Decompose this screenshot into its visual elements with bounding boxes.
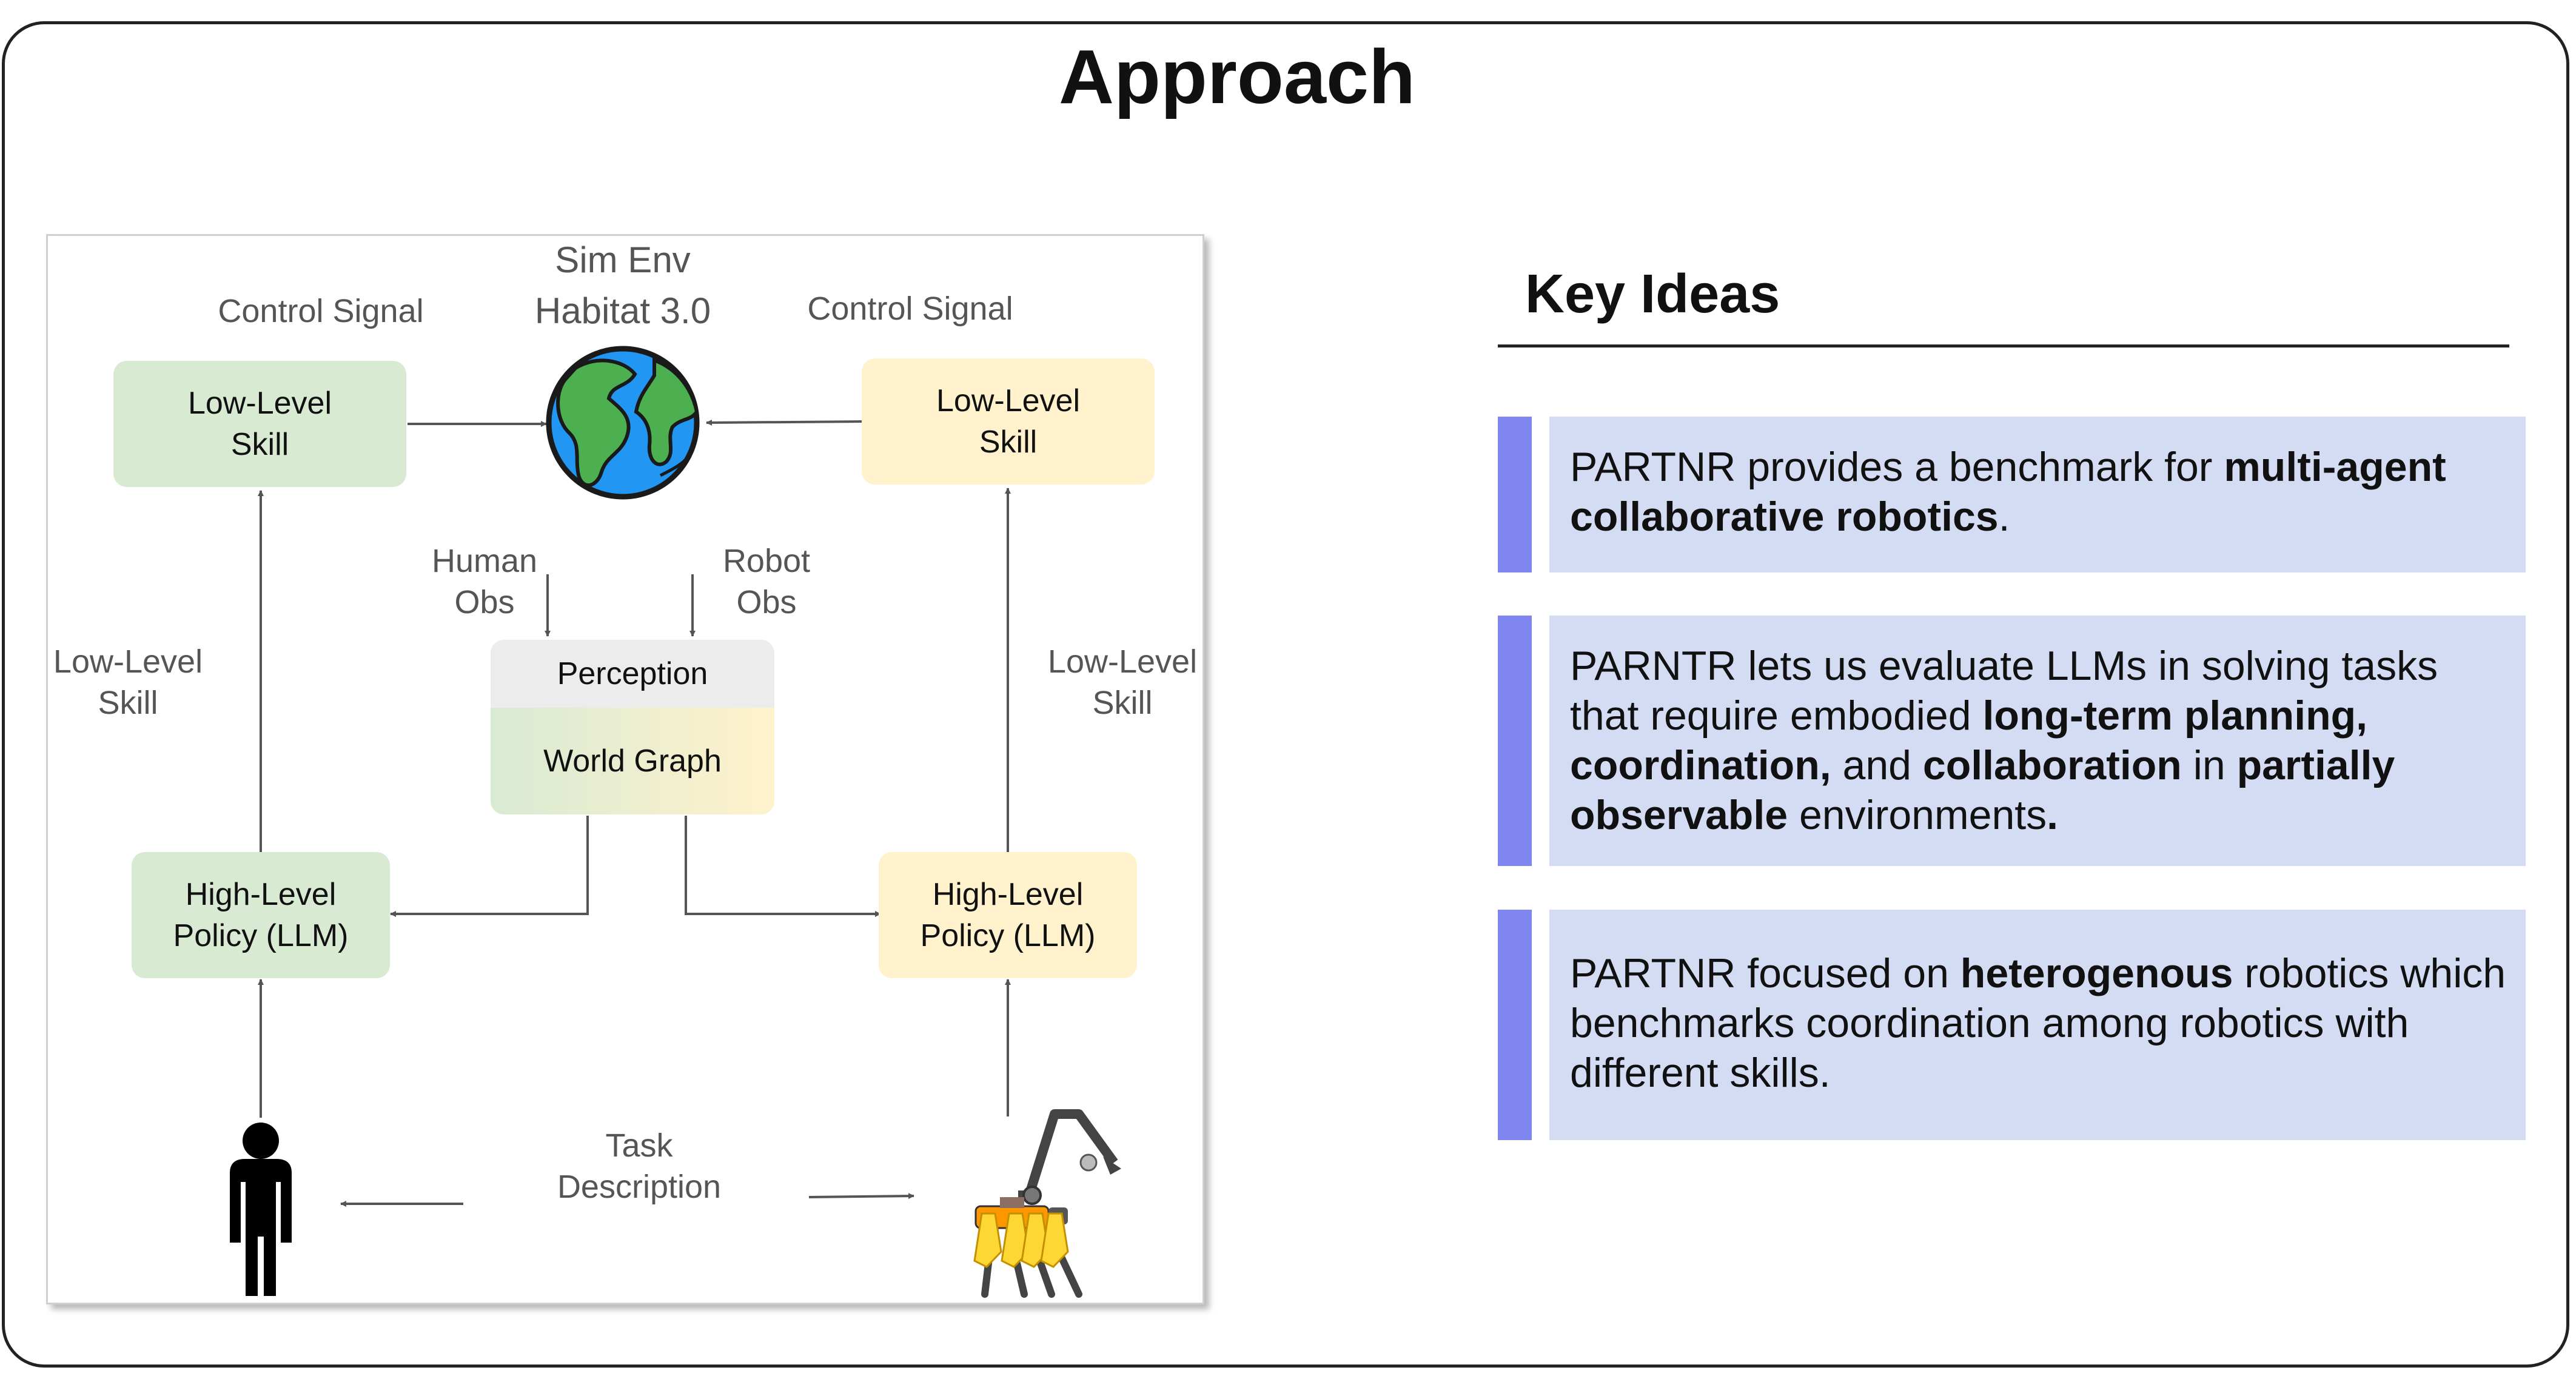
approach-diagram: Sim Env Habitat 3.0 Control Signal Contr… [46, 234, 1204, 1304]
key-idea-text-segment: PARNTR lets us evaluate LLMs in solving … [1570, 643, 2438, 739]
key-idea-text-segment: in [2181, 742, 2237, 788]
key-idea-card-2: PARNTR lets us evaluate LLMs in solving … [1549, 616, 2526, 866]
control-signal-right-label: Control Signal [807, 290, 1013, 327]
high-level-policy-human: High-Level Policy (LLM) [132, 852, 390, 978]
arrow-graph-to-left-policy [390, 816, 589, 917]
key-idea-text-segment: heterogenous [1960, 950, 2233, 996]
robot-obs-label: Robot Obs [722, 543, 811, 620]
key-ideas-heading: Key Ideas [1525, 264, 1780, 324]
key-idea-text-segment: partially observable [1570, 742, 2395, 838]
key-idea-text-segment: long-term planning, coordination, [1570, 693, 2368, 788]
key-idea-card-3: PARTNR focused on heterogenous robotics … [1549, 910, 2526, 1140]
world-graph-node: World Graph [491, 708, 774, 814]
key-idea-accent-bar-1 [1498, 417, 1532, 572]
key-idea-text-segment: . [2047, 792, 2059, 838]
key-idea-text-segment: PARTNR focused on [1570, 950, 1961, 996]
sim-env-label: Sim Env Habitat 3.0 [534, 240, 711, 331]
control-signal-left-label: Control Signal [218, 293, 424, 329]
key-idea-text-segment: and [1831, 742, 1923, 788]
key-ideas-divider [1498, 344, 2509, 347]
diagram-arrows [230, 346, 1121, 1298]
key-idea-text-segment: collaboration [1922, 742, 2182, 788]
key-idea-text-segment: multi-agent collaborative robotics [1570, 444, 2446, 540]
low-level-skill-edge-right-label: Low-Level Skill [1047, 643, 1198, 721]
task-description-label: Task Description [557, 1127, 722, 1205]
low-level-skill-human: Low-Level Skill [113, 361, 406, 487]
key-idea-text-segment: robotics which benchmarks coordination a… [1570, 950, 2506, 1096]
arrow-graph-to-right-policy [685, 816, 881, 917]
key-idea-accent-bar-3 [1498, 910, 1532, 1140]
low-level-skill-edge-left-label: Low-Level Skill [53, 643, 203, 721]
arrow-task-to-robot [808, 1193, 914, 1200]
high-level-policy-robot: High-Level Policy (LLM) [879, 852, 1137, 978]
slide-title: Approach [1058, 34, 1416, 119]
key-idea-text-segment: . [1998, 494, 2010, 540]
earth-globe-icon [546, 346, 700, 500]
human-obs-label: Human Obs [431, 543, 538, 620]
key-idea-card-1: PARTNR provides a benchmark for multi-ag… [1549, 417, 2526, 572]
human-figure-icon [230, 1123, 292, 1296]
key-idea-accent-bar-2 [1498, 616, 1532, 866]
perception-node: Perception [491, 640, 774, 708]
quadruped-robot-icon [973, 1109, 1121, 1298]
arrow-right-skill-to-env [706, 419, 864, 426]
key-idea-text-segment: PARTNR provides a benchmark for [1570, 444, 2224, 490]
key-idea-text-segment: environments [1788, 792, 2047, 838]
low-level-skill-robot: Low-Level Skill [862, 358, 1155, 485]
